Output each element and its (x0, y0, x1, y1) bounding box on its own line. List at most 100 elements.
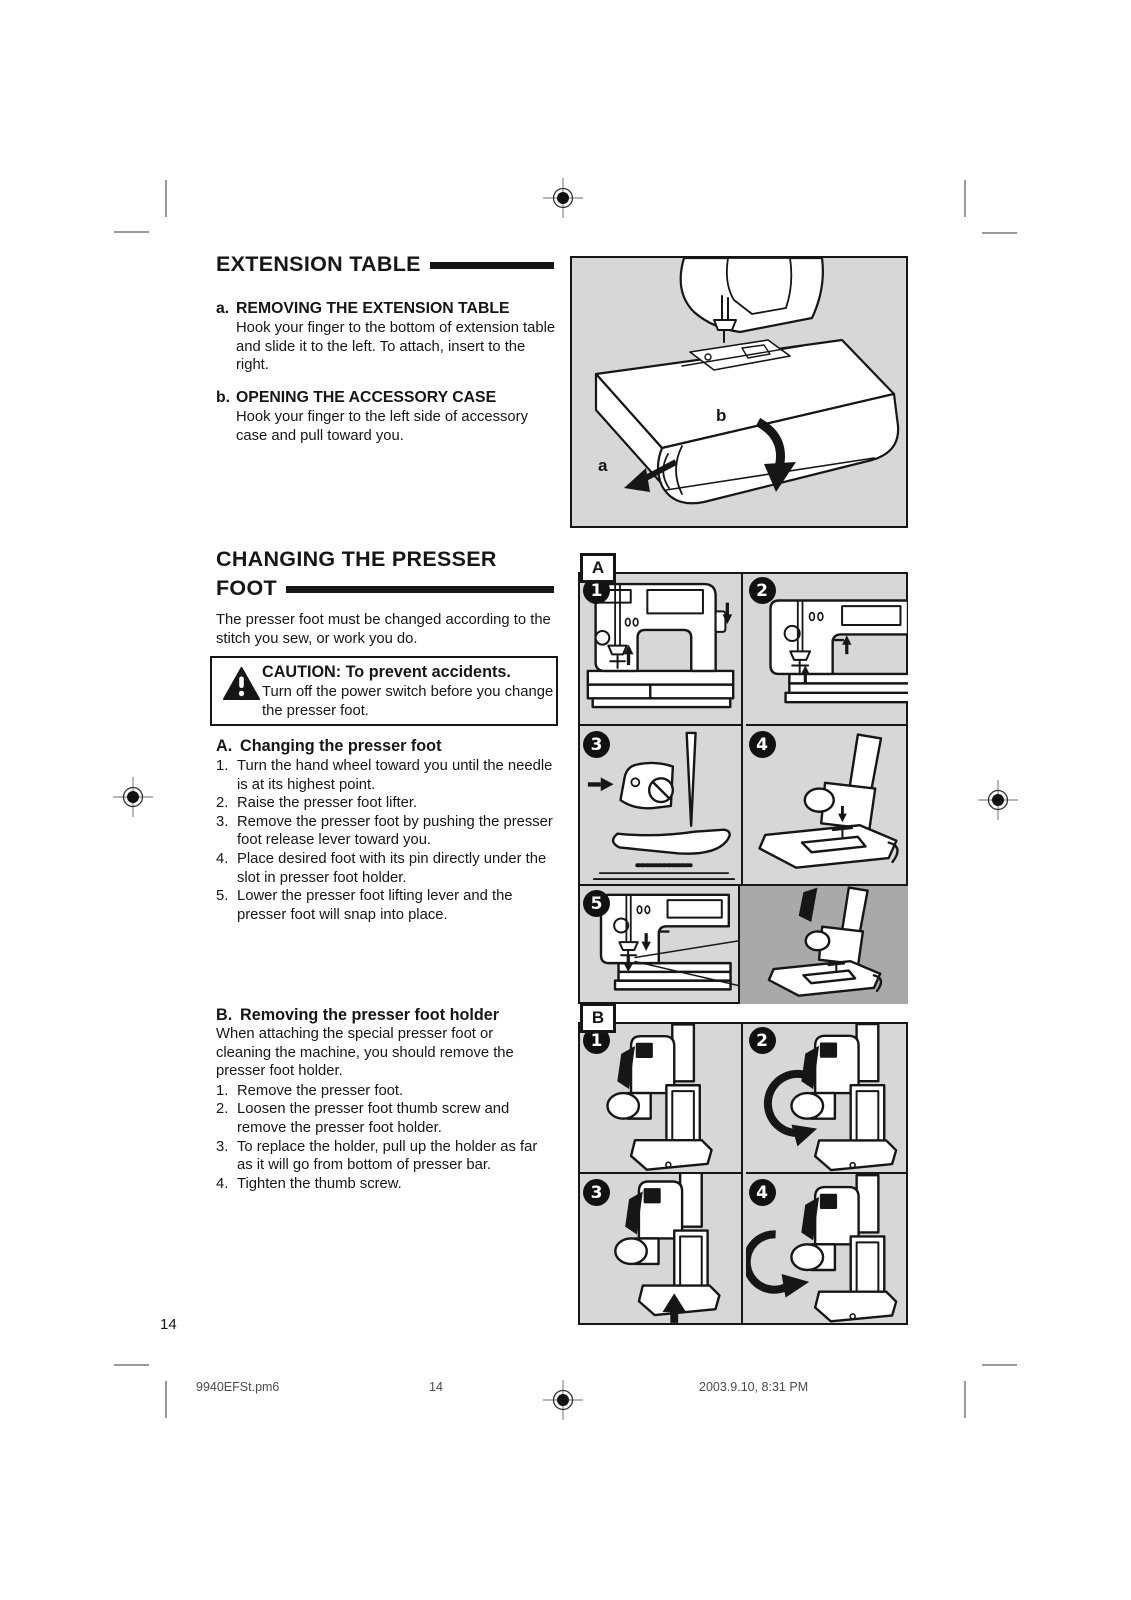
section-title-line1: CHANGING THE PRESSER (216, 547, 497, 571)
loosen-thumb-screw-illustration (746, 1024, 897, 1172)
trim-mark (964, 1381, 966, 1418)
trim-mark (114, 1364, 149, 1366)
step-item: 1. Turn the hand wheel toward you until t… (216, 757, 562, 794)
item-body: Hook your finger to the bottom of extens… (236, 320, 556, 374)
figure-step-badge: 2 (748, 1027, 776, 1054)
panel-b-label: B (580, 1003, 616, 1033)
step-text: To replace the holder, pull up the holde… (237, 1138, 538, 1174)
caution-box: CAUTION: To prevent accidents. Turn off … (210, 656, 558, 726)
machine-closeup-illustration (599, 893, 740, 991)
presser-foot-zoom-box (738, 886, 908, 1004)
section-intro: The presser foot must be changed accordi… (216, 612, 551, 647)
step-text: Loosen the presser foot thumb screw and … (237, 1101, 510, 1136)
part-heading: Changing the presser foot (240, 737, 442, 755)
figure-step-badge: 2 (748, 577, 776, 604)
step-number: 2. (216, 1101, 229, 1118)
panel-b-step3: 3 (580, 1172, 743, 1325)
panel-a-step5: 5 (580, 884, 908, 1004)
step-number: 4. (216, 850, 229, 867)
part-heading: Removing the presser foot holder (240, 1006, 500, 1024)
figure-step-badge: 3 (583, 731, 610, 758)
part-a-instructions: A. Changing the presser foot 1. Turn the … (216, 736, 562, 924)
machine-closeup-illustration (768, 599, 908, 704)
trim-mark (964, 180, 966, 217)
part-label: A. (216, 737, 233, 755)
step-item: 1. Remove the presser foot. (216, 1082, 562, 1101)
arrow-a (624, 462, 676, 492)
caution-body: Turn off the power switch before you cha… (262, 684, 554, 719)
trim-mark (982, 232, 1017, 234)
step-text: Turn the hand wheel toward you until the… (237, 758, 553, 793)
panel-a-step3: 3 (580, 724, 743, 884)
title-rule (429, 262, 554, 269)
part-intro: When attaching the special presser foot … (216, 1026, 514, 1080)
trim-mark (114, 231, 149, 233)
section-title-line2: FOOT (216, 576, 277, 600)
pull-up-holder-illustration (614, 1174, 721, 1323)
extension-table-item-b: b. OPENING THE ACCESSORY CASE Hook your … (216, 388, 562, 445)
item-heading: OPENING THE ACCESSORY CASE (236, 389, 497, 406)
panel-a-label: A (580, 553, 616, 583)
step-number: 3. (216, 1138, 229, 1155)
tighten-thumb-screw-illustration (746, 1174, 897, 1323)
warning-triangle-icon (223, 667, 260, 700)
figure-label-b: b (716, 406, 727, 425)
panel-a-step4: 4 (745, 724, 908, 884)
step-item: 4.Tighten the thumb screw. (216, 1175, 562, 1194)
registration-mark-icon (541, 1378, 585, 1422)
registration-mark-icon (976, 778, 1020, 822)
arrow-b (758, 422, 796, 492)
figure-step-badge: 4 (748, 731, 776, 758)
step-number: 3. (216, 813, 229, 830)
trim-mark (982, 1364, 1017, 1366)
item-label: b. (216, 389, 231, 406)
item-label: a. (216, 300, 230, 317)
presser-foot-release-illustration (587, 726, 741, 884)
section-title: EXTENSION TABLE (216, 252, 421, 276)
step-text: Remove the presser foot by pushing the p… (237, 813, 553, 849)
panel-b-step4: 4 (745, 1172, 908, 1325)
step-number: 5. (216, 888, 229, 905)
part-label: B. (216, 1006, 233, 1024)
step-item: 2. Loosen the presser foot thumb screw an… (216, 1100, 562, 1137)
title-rule (285, 586, 554, 593)
sewing-machine-illustration (572, 258, 906, 526)
panel-b-step1: 1 (580, 1024, 743, 1172)
panel-a-step2: 2 (746, 574, 908, 724)
step-item: 2. Raise the presser foot lifter. (216, 794, 562, 813)
step-item: 3. Remove the presser foot by pushing the… (216, 813, 562, 850)
step-number: 2. (216, 795, 229, 812)
step-text: Lower the presser foot lifting lever and… (237, 888, 513, 923)
step-number: 4. (216, 1175, 229, 1192)
machine-front-illustration (586, 582, 735, 709)
step-text: Place desired foot with its pin directly… (237, 850, 547, 886)
step-text: Raise the presser foot lifter. (237, 795, 418, 812)
extension-table-figure: a b (570, 256, 908, 528)
presser-foot-snapped-illustration (767, 886, 882, 997)
step-number: 1. (216, 1082, 229, 1099)
panel-group-a: 1 2 (578, 572, 908, 1004)
footer-page-number: 14 (429, 1380, 443, 1394)
step-item: 5. Lower the presser foot lifting lever a… (216, 887, 562, 924)
panel-group-b: 1 2 3 (578, 1022, 908, 1325)
registration-mark-icon (111, 775, 155, 819)
figure-step-badge: 4 (748, 1179, 776, 1206)
step-number: 1. (216, 758, 229, 774)
extension-table-section: EXTENSION TABLE (216, 250, 554, 279)
step-item: 3. To replace the holder, pull up the hol… (216, 1138, 562, 1175)
trim-mark (165, 180, 167, 217)
caution-heading: CAUTION: To prevent accidents. (262, 663, 511, 681)
footer-datetime: 2003.9.10, 8:31 PM (699, 1380, 809, 1394)
extension-table-item-a: a. REMOVING THE EXTENSION TABLE Hook you… (216, 299, 562, 375)
page-number: 14 (160, 1316, 177, 1333)
registration-mark-icon (541, 176, 585, 220)
presser-foot-pin-illustration (757, 733, 899, 869)
step-text: Remove the presser foot. (237, 1082, 404, 1099)
figure-label-a: a (598, 456, 608, 475)
item-heading: REMOVING THE EXTENSION TABLE (236, 300, 510, 317)
part-b-instructions: B. Removing the presser foot holder When… (216, 1005, 562, 1193)
item-body: Hook your finger to the left side of acc… (236, 409, 528, 444)
trim-mark (165, 1381, 167, 1418)
step-item: 4. Place desired foot with its pin direct… (216, 850, 562, 887)
